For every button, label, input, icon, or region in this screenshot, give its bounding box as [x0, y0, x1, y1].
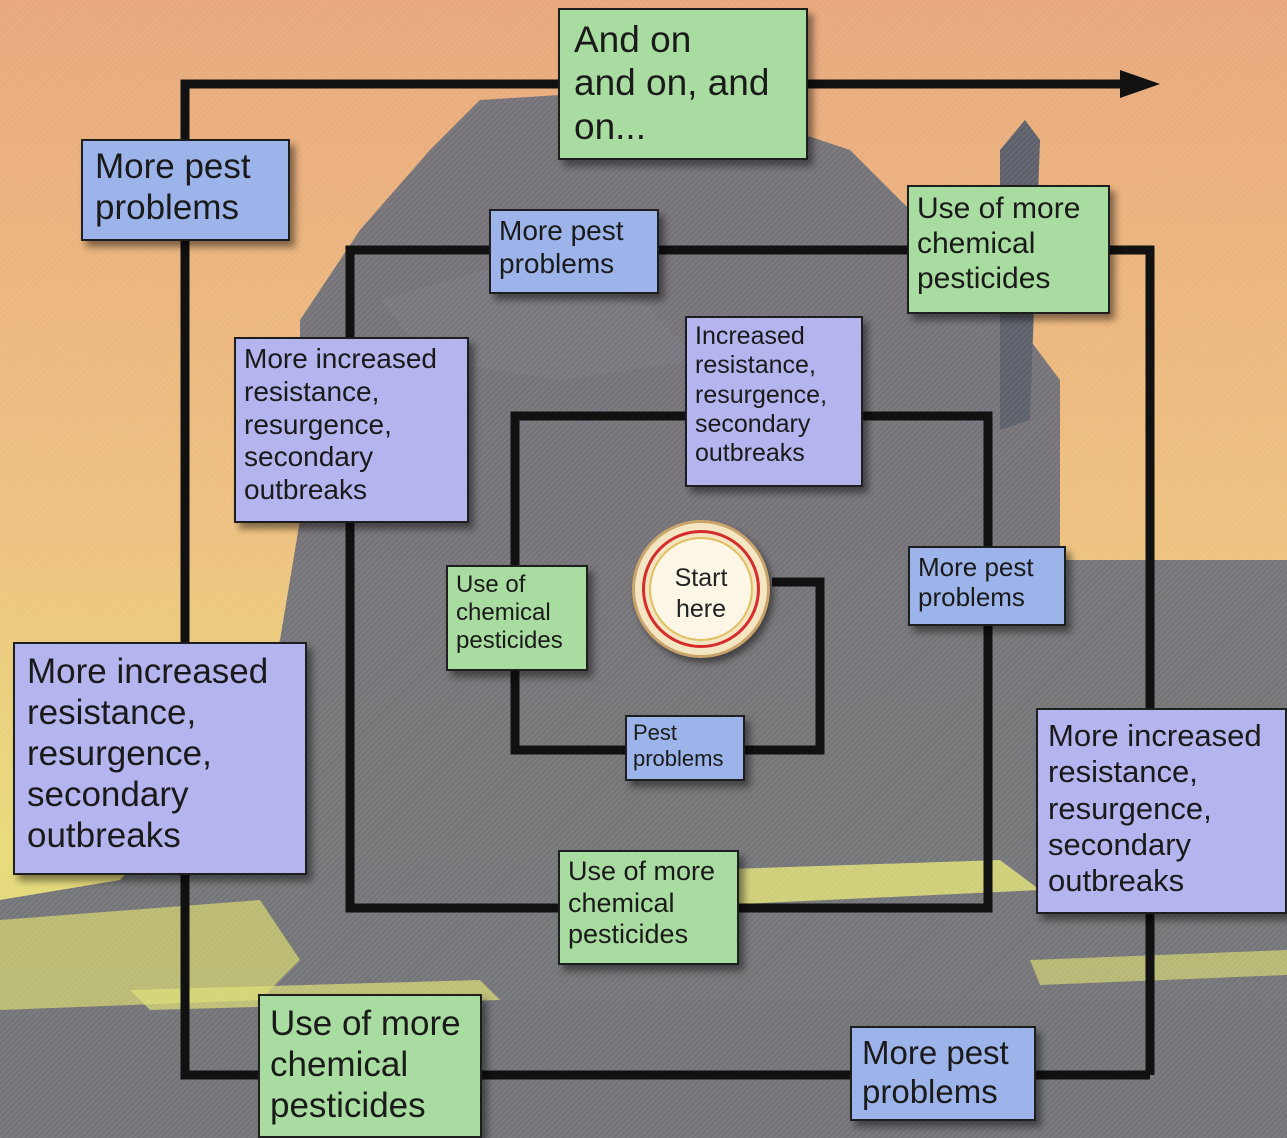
- arrowhead: [1120, 70, 1160, 98]
- start-ring-outer: [642, 530, 760, 648]
- box-outer-bottom-use-more-pesticides: Use of more chemical pesticides: [258, 994, 482, 1138]
- box-outer-bottom-more-pest-problems: More pest problems: [850, 1026, 1036, 1121]
- start-ring-inner: [649, 537, 753, 641]
- box-inner-use-of-chemical-pesticides: Use of chemical pesticides: [446, 565, 588, 671]
- box-middle-use-more-pesticides: Use of more chemical pesticides: [907, 185, 1110, 314]
- box-and-on-and-on: And on and on, and on...: [558, 8, 808, 160]
- box-middle-more-pest-problems: More pest problems: [489, 209, 659, 294]
- spiral-middle-loop: [345, 245, 1155, 1075]
- box-outer-right-more-increased-resistance: More increased resistance, resurgence, s…: [1036, 708, 1287, 914]
- box-inner-increased-resistance: Increased resistance, resurgence, second…: [685, 316, 863, 487]
- box-pest-problems: Pest problems: [625, 715, 745, 781]
- box-inner-more-pest-problems: More pest problems: [908, 546, 1066, 626]
- box-outer-more-pest-problems: More pest problems: [81, 139, 290, 241]
- box-middle-more-increased-resistance: More increased resistance, resurgence, s…: [234, 337, 469, 523]
- start-here-label: Start here: [674, 564, 728, 624]
- start-here-circle: Start here: [632, 520, 770, 658]
- box-outer-left-more-increased-resistance: More increased resistance, resurgence, s…: [13, 642, 307, 875]
- box-middle-bottom-use-more-pesticides: Use of more chemical pesticides: [558, 850, 739, 965]
- spiral-inner-loop: [510, 411, 993, 890]
